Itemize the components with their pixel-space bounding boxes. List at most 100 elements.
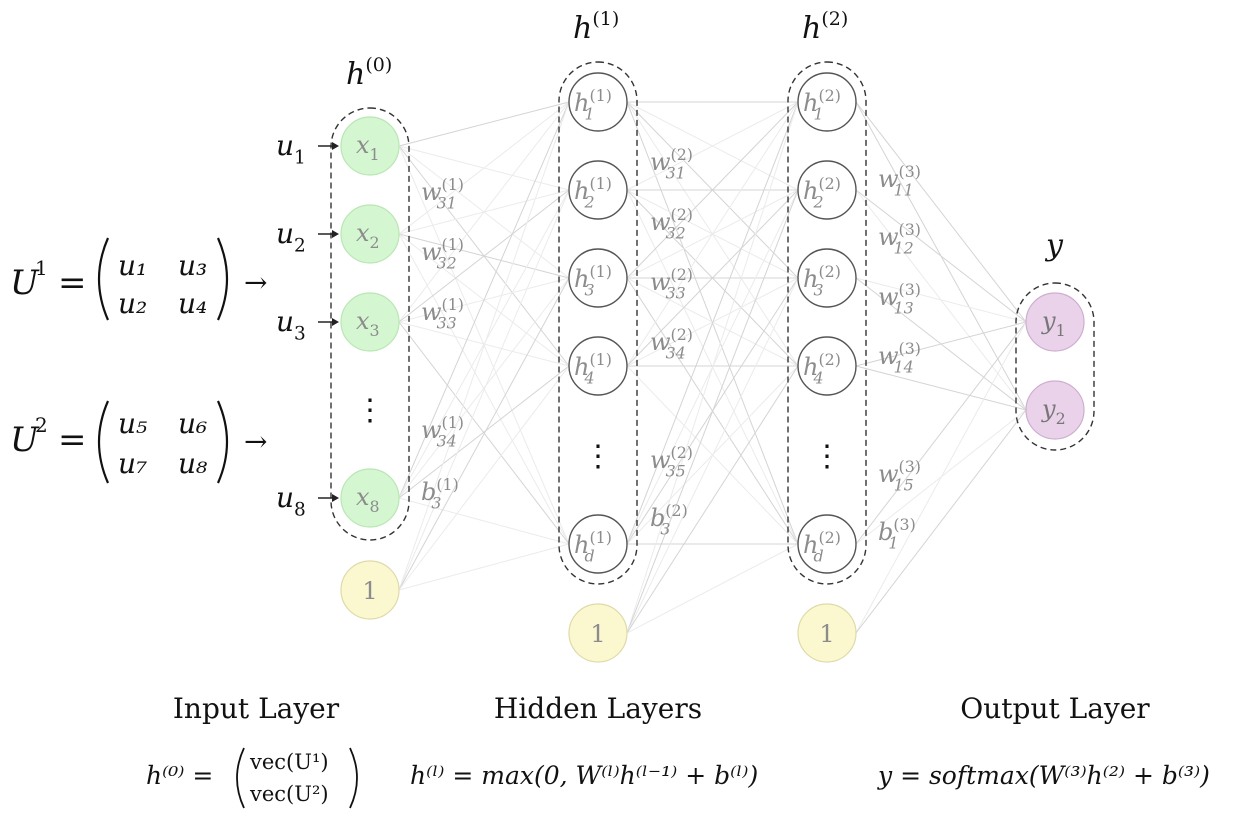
matrix-u2-r1c1: u₅	[118, 407, 147, 440]
weight-label-l3: b(3)1	[878, 515, 916, 553]
hidden2-node-4: h(2)4	[797, 336, 857, 396]
matrix-u2-r1c2: u₆	[178, 407, 207, 440]
edge-h2-out	[855, 365, 1027, 411]
matrix-u2-right-paren	[216, 400, 229, 484]
hidden2-bias-node: 1	[797, 603, 857, 663]
input-formula-lhs: h⁽⁰⁾ =	[146, 761, 213, 790]
edges-layer	[398, 101, 1027, 634]
hidden1-node-4: h(1)4	[568, 336, 628, 396]
hidden1-node-1: h(1)1	[568, 72, 628, 132]
matrix-u2: U 2 = u₅ u₆ u₇ u₈ →	[10, 400, 267, 484]
hidden1-node-label: h(1)d	[574, 528, 612, 566]
edge-in-h1	[398, 101, 570, 499]
edge-h1-h2	[626, 365, 799, 634]
matrix-u1-right-paren	[216, 237, 229, 321]
matrix-u2-name: U	[10, 420, 40, 460]
weight-label-l1: b(1)3	[421, 475, 459, 513]
edge-h2-out	[855, 321, 1027, 367]
hidden2-group-box	[787, 61, 867, 585]
weight-label-l1: w(1)33	[421, 295, 464, 333]
edge-h1-h2	[626, 543, 799, 634]
hidden1-node-label: h(1)4	[574, 350, 612, 388]
arrow-head-icon	[332, 494, 339, 502]
weight-label-l3: w(3)14	[878, 339, 921, 377]
edge-h2-out	[855, 101, 1027, 323]
hidden2-node-d: h(2)d	[797, 514, 857, 574]
output-group-box	[1015, 282, 1095, 451]
input-source-label: u2	[276, 217, 306, 256]
group-boxes-layer	[330, 61, 1095, 585]
hidden1-node-label: h(1)1	[574, 86, 612, 124]
output-node-label: y2	[1041, 395, 1066, 428]
hidden-layers-title: Hidden Layers	[494, 692, 702, 725]
hidden2-ellipsis: ⋮	[812, 439, 842, 474]
arrow-head-icon	[332, 230, 339, 238]
hidden2-node-1: h(2)1	[797, 72, 857, 132]
hidden2-node-label: h(2)2	[803, 174, 841, 212]
weight-label-l2: b(2)3	[650, 501, 688, 539]
edge-h2-out	[855, 277, 1027, 323]
output-node-y1: y1	[1025, 292, 1085, 352]
edge-in-h1	[398, 189, 570, 591]
weight-label-l2: w(2)35	[650, 443, 693, 481]
edge-in-h1	[398, 101, 570, 323]
edge-h1-h2	[626, 101, 799, 367]
edge-h1-h2	[626, 101, 799, 191]
edge-h2-out	[855, 321, 1027, 634]
hidden1-node-3: h(1)3	[568, 248, 628, 308]
edge-h1-h2	[626, 189, 799, 367]
weight-label-l2: w(2)33	[650, 265, 693, 303]
matrix-u1-arrow: →	[244, 266, 267, 299]
labels-layer: u1u2u3u8⋮⋮⋮h(0)h(1)h(2)yw(1)31w(1)32w(1)…	[276, 8, 1064, 553]
edge-in-h1	[398, 365, 570, 499]
edge-h1-h2	[626, 101, 799, 545]
svg-text:1: 1	[819, 620, 834, 648]
input-layer-title: Input Layer	[173, 692, 340, 725]
hidden2-layer-header: h(2)	[802, 8, 848, 46]
edge-in-h1	[398, 101, 570, 147]
nodes-layer: x1x2x3x8h(1)1h(1)2h(1)3h(1)4h(1)dh(2)1h(…	[340, 72, 1085, 663]
edge-in-h1	[398, 543, 570, 591]
hidden1-node-d: h(1)d	[568, 514, 628, 574]
hidden1-node-label: h(1)3	[574, 262, 612, 300]
matrix-u1-r2c1: u₂	[118, 287, 147, 320]
input-formula-vec1: vec(U¹)	[249, 750, 329, 774]
hidden1-layer-header: h(1)	[573, 8, 619, 46]
edge-in-h1	[398, 365, 570, 591]
matrix-u2-r2c1: u₇	[118, 447, 147, 480]
arrow-head-icon	[332, 142, 339, 150]
edge-h1-h2	[626, 101, 799, 634]
input-layer-header: h(0)	[346, 54, 392, 92]
input-formula: h⁽⁰⁾ = vec(U¹) vec(U²)	[146, 747, 358, 809]
matrix-u1-r2c2: u₄	[178, 287, 207, 320]
edge-h1-h2	[626, 189, 799, 634]
edge-h1-h2	[626, 101, 799, 279]
weight-label-l2: w(2)31	[650, 145, 693, 183]
weight-label-l1: w(1)32	[421, 235, 464, 273]
svg-text:=: =	[58, 420, 87, 460]
weight-label-l2: w(2)32	[650, 205, 693, 243]
weight-label-l3: w(3)13	[878, 280, 921, 318]
hidden2-node-label: h(2)4	[803, 350, 841, 388]
hidden1-bias-node: 1	[568, 603, 628, 663]
output-layer-header: y	[1044, 228, 1064, 263]
arrow-head-icon	[332, 318, 339, 326]
weight-label-l3: w(3)11	[878, 162, 921, 200]
weight-label-l1: w(1)34	[421, 413, 464, 451]
matrix-u1-left-paren	[97, 237, 110, 321]
edge-in-h1	[398, 497, 570, 545]
edge-in-h1	[398, 189, 570, 323]
edge-h2-out	[855, 409, 1027, 634]
input-node-x8: x8	[340, 468, 400, 528]
matrix-u2-arrow: →	[244, 425, 267, 458]
hidden1-group-box	[558, 61, 638, 585]
output-formula: y = softmax(W⁽³⁾h⁽²⁾ + b⁽³⁾)	[877, 761, 1210, 790]
input-node-x2: x2	[340, 204, 400, 264]
hidden1-ellipsis: ⋮	[583, 439, 613, 474]
input-bias-node: 1	[340, 560, 400, 620]
weight-label-l3: w(3)15	[878, 457, 921, 495]
hidden2-node-2: h(2)2	[797, 160, 857, 220]
input-group-box	[330, 107, 410, 541]
hidden-formula: h⁽ˡ⁾ = max(0, W⁽ˡ⁾h⁽ˡ⁻¹⁾ + b⁽ˡ⁾)	[410, 761, 758, 790]
